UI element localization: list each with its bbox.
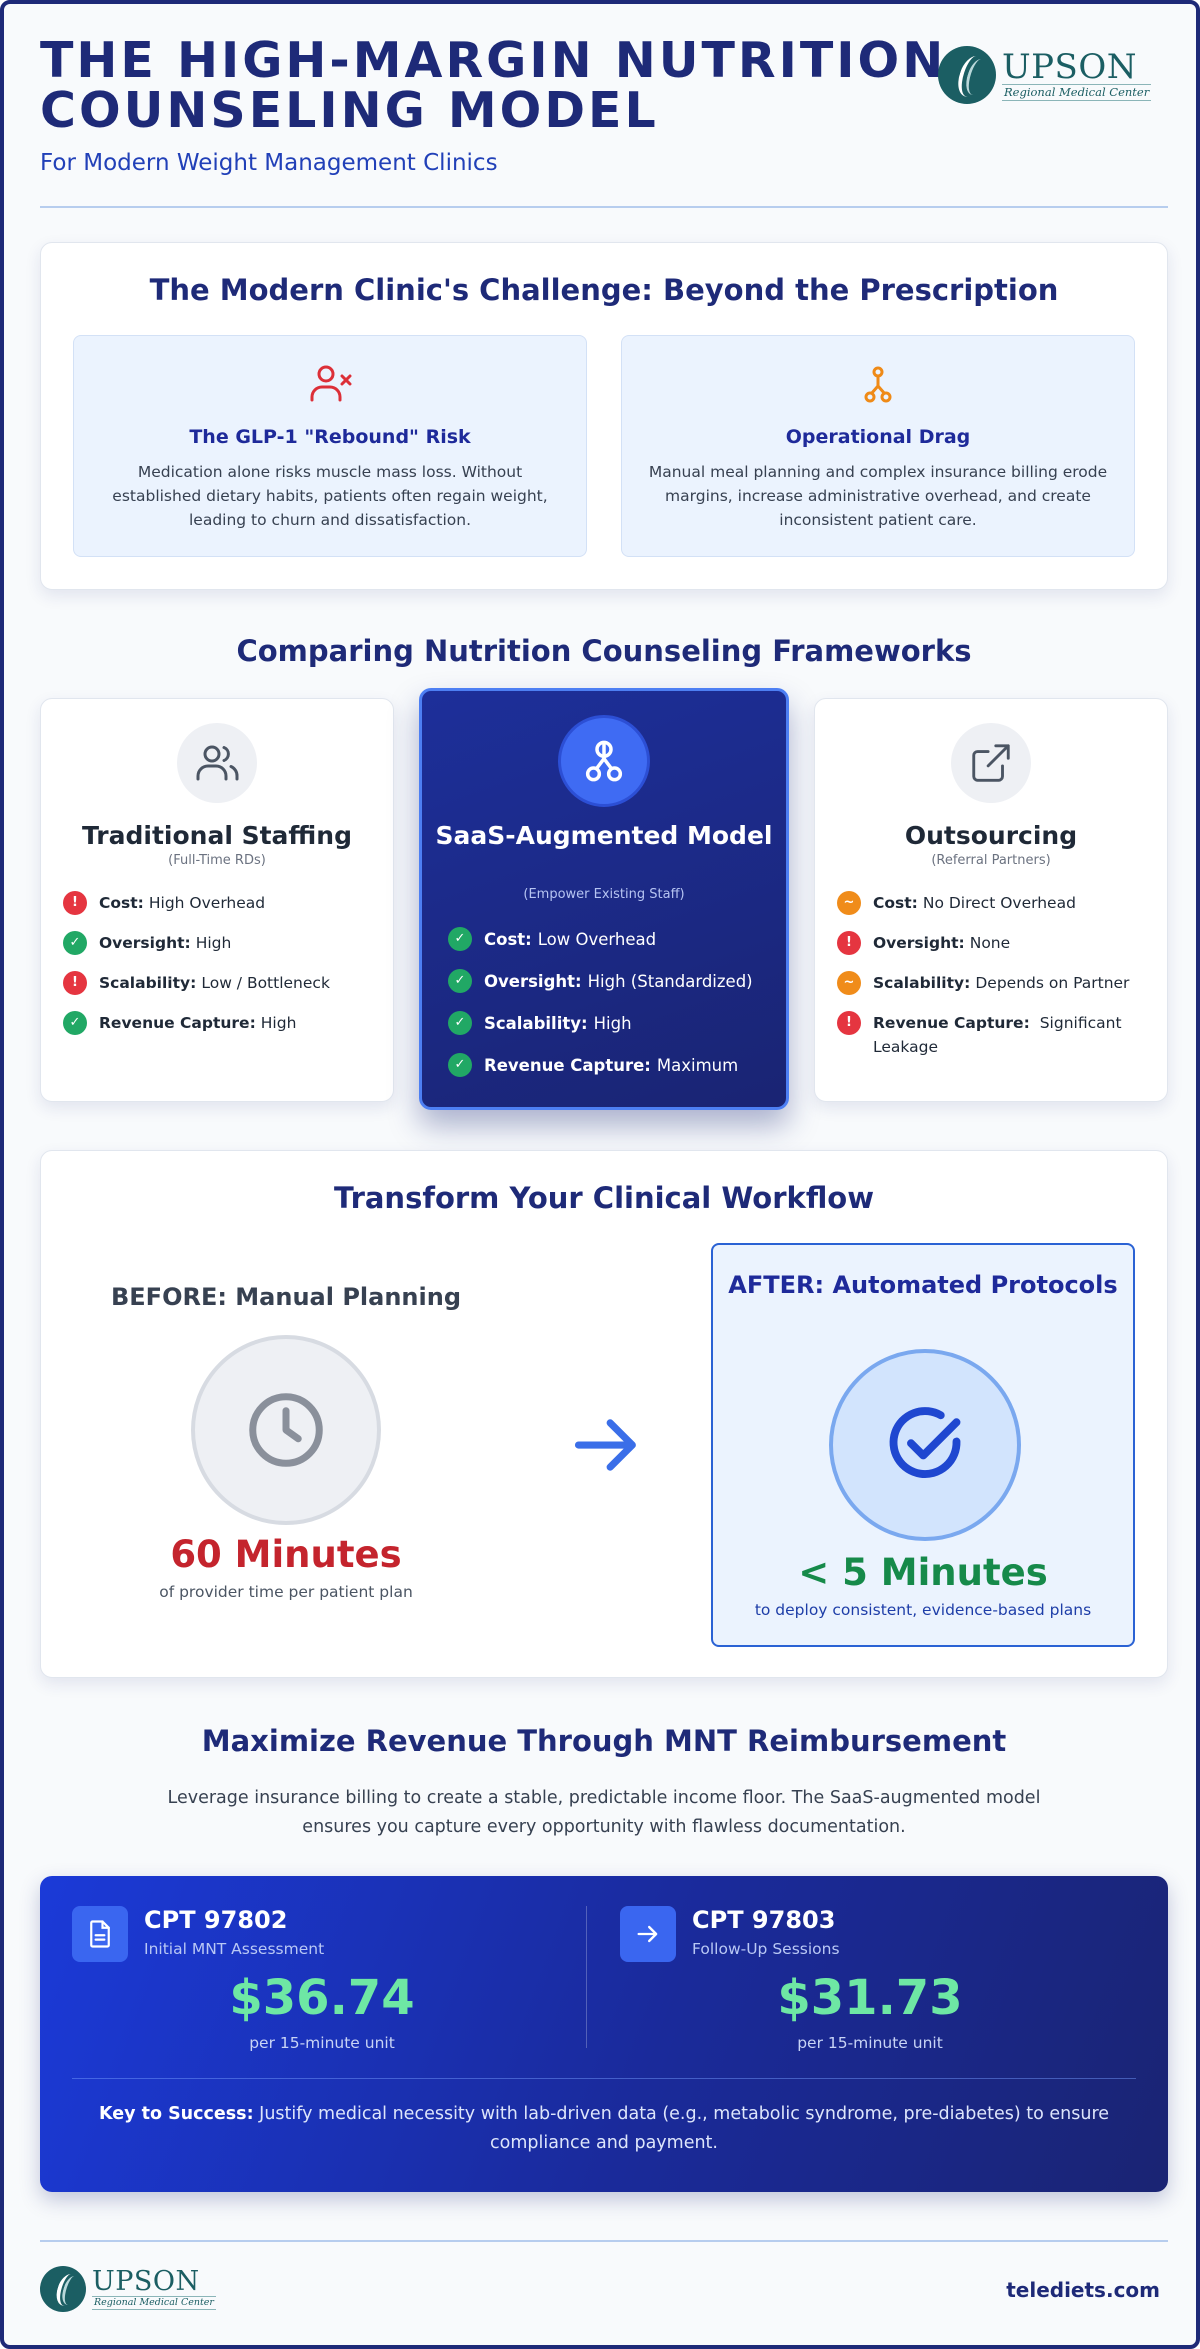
- criteria-row: !Revenue Capture: Significant Leakage: [837, 1011, 1153, 1059]
- criteria-row: ✓Revenue Capture:High: [63, 1011, 379, 1035]
- alert-icon: !: [63, 891, 87, 915]
- revenue-panel: CPT 97802 Initial MNT Assessment $36.74 …: [40, 1876, 1168, 2192]
- upson-logo-header: UPSON Regional Medical Center: [938, 46, 1152, 104]
- key-to-success: Key to Success: Justify medical necessit…: [98, 2104, 1110, 2153]
- footer-divider: [40, 2240, 1168, 2242]
- warning-icon: ~: [837, 971, 861, 995]
- cpt-price: $31.73: [777, 1970, 963, 2026]
- alert-icon: !: [837, 1011, 861, 1035]
- before-value: 60 Minutes: [170, 1533, 402, 1576]
- challenge-card-operational: Operational Drag Manual meal planning an…: [621, 335, 1135, 557]
- after-caption: to deploy consistent, evidence-based pla…: [754, 1601, 1092, 1619]
- criteria-row: !Cost:High Overhead: [63, 891, 379, 915]
- framework-title: SaaS-Augmented Model: [435, 821, 773, 850]
- check-icon: ✓: [448, 969, 472, 993]
- clock-icon: [249, 1393, 323, 1467]
- alert-icon: !: [63, 971, 87, 995]
- check-icon: ✓: [448, 1053, 472, 1077]
- upson-logo-mark: [938, 46, 996, 104]
- criteria-row: !Oversight:None: [837, 931, 1153, 955]
- revenue-divider: [586, 1906, 587, 2048]
- criteria-row: ✓Oversight:High (Standardized): [448, 969, 772, 995]
- workflow-section: Transform Your Clinical Workflow BEFORE:…: [40, 1150, 1168, 1678]
- revenue-description: Leverage insurance billing to create a s…: [167, 1788, 1041, 1837]
- warning-icon: ~: [837, 891, 861, 915]
- check-icon: ✓: [448, 927, 472, 951]
- revenue-title: Maximize Revenue Through MNT Reimburseme…: [201, 1724, 1007, 1758]
- criteria-row: ✓Scalability:High: [448, 1011, 772, 1037]
- framework-criteria-list: ~Cost:No Direct Overhead !Oversight:None…: [837, 891, 1153, 1075]
- logo-subtitle: Regional Medical Center: [1002, 83, 1152, 101]
- framework-tagline: (Full-Time RDs): [168, 853, 266, 868]
- cpt-unit: per 15-minute unit: [797, 2034, 943, 2052]
- check-icon: ✓: [448, 1011, 472, 1035]
- cpt-code: CPT 97802: [144, 1906, 288, 1934]
- revenue-separator: [72, 2078, 1136, 2079]
- alert-icon: !: [837, 931, 861, 955]
- check-circle-icon: [889, 1407, 961, 1478]
- framework-title: Outsourcing: [904, 821, 1078, 850]
- framework-title: Traditional Staffing: [81, 821, 352, 850]
- page-subtitle: For Modern Weight Management Clinics: [40, 150, 498, 176]
- external-link-icon: [972, 744, 1010, 782]
- criteria-row: !Scalability:Low / Bottleneck: [63, 971, 379, 995]
- arrow-right-icon: [574, 1419, 636, 1471]
- cpt-price: $36.74: [229, 1970, 415, 2026]
- upson-logo-footer: UPSON Regional Medical Center: [40, 2266, 216, 2312]
- cpt-97802: CPT 97802 Initial MNT Assessment $36.74 …: [72, 1906, 572, 2052]
- framework-criteria-list: !Cost:High Overhead ✓Oversight:High !Sca…: [63, 891, 379, 1051]
- frameworks-title: Comparing Nutrition Counseling Framework…: [236, 634, 972, 668]
- after-title: AFTER: Automated Protocols: [728, 1271, 1118, 1299]
- arrow-right-icon: [637, 1925, 658, 1943]
- cpt-description: Initial MNT Assessment: [144, 1940, 325, 1958]
- framework-criteria-list: ✓Cost:Low Overhead ✓Oversight:High (Stan…: [448, 927, 772, 1095]
- criteria-row: ~Cost:No Direct Overhead: [837, 891, 1153, 915]
- network-icon: [585, 740, 623, 782]
- cpt-code: CPT 97803: [692, 1906, 836, 1934]
- check-icon: ✓: [63, 1011, 87, 1035]
- framework-tagline: (Empower Existing Staff): [523, 887, 685, 902]
- framework-card-saas: SaaS-Augmented Model (Empower Existing S…: [419, 688, 789, 1110]
- challenge-title: The Modern Clinic's Challenge: Beyond th…: [149, 273, 1059, 307]
- criteria-row: ✓Cost:Low Overhead: [448, 927, 772, 953]
- challenge-card-title: Operational Drag: [785, 426, 971, 448]
- after-box: AFTER: Automated Protocols < 5 Minutes t…: [711, 1243, 1135, 1647]
- after-value: < 5 Minutes: [798, 1551, 1048, 1594]
- criteria-row: ✓Revenue Capture:Maximum: [448, 1053, 772, 1079]
- cpt-description: Follow-Up Sessions: [692, 1940, 840, 1958]
- challenge-card-rebound: The GLP-1 "Rebound" Risk Medication alon…: [73, 335, 587, 557]
- header: THE HIGH-MARGIN NUTRITION COUNSELING MOD…: [40, 32, 1168, 177]
- cpt-97803: CPT 97803 Follow-Up Sessions $31.73 per …: [620, 1906, 1120, 2052]
- document-icon: [90, 1920, 110, 1948]
- challenge-section: The Modern Clinic's Challenge: Beyond th…: [40, 242, 1168, 590]
- criteria-row: ✓Oversight:High: [63, 931, 379, 955]
- header-divider: [40, 206, 1168, 208]
- challenge-card-text: Medication alone risks muscle mass loss.…: [112, 463, 548, 529]
- before-title: BEFORE: Manual Planning: [110, 1283, 461, 1311]
- footer-website-link[interactable]: telediets.com: [1006, 2278, 1160, 2302]
- logo-name: UPSON: [1002, 46, 1137, 87]
- logo-subtitle: Regional Medical Center: [92, 2296, 216, 2310]
- framework-tagline: (Referral Partners): [931, 853, 1051, 868]
- logo-name: UPSON: [92, 2266, 200, 2297]
- before-caption: of provider time per patient plan: [159, 1583, 413, 1601]
- cpt-unit: per 15-minute unit: [249, 2034, 395, 2052]
- workflow-title: Transform Your Clinical Workflow: [333, 1181, 875, 1215]
- challenge-card-text: Manual meal planning and complex insuran…: [648, 463, 1108, 529]
- users-icon: [196, 745, 239, 781]
- user-x-icon: [310, 365, 352, 402]
- criteria-row: ~Scalability:Depends on Partner: [837, 971, 1153, 995]
- check-icon: ✓: [63, 931, 87, 955]
- challenge-card-title: The GLP-1 "Rebound" Risk: [189, 426, 471, 448]
- network-icon: [864, 366, 892, 403]
- upson-logo-mark: [40, 2266, 86, 2312]
- page-title: THE HIGH-MARGIN NUTRITION COUNSELING MOD…: [40, 32, 947, 139]
- framework-card-outsourcing: Outsourcing (Referral Partners) ~Cost:No…: [814, 698, 1168, 1102]
- framework-card-traditional: Traditional Staffing (Full-Time RDs) !Co…: [40, 698, 394, 1102]
